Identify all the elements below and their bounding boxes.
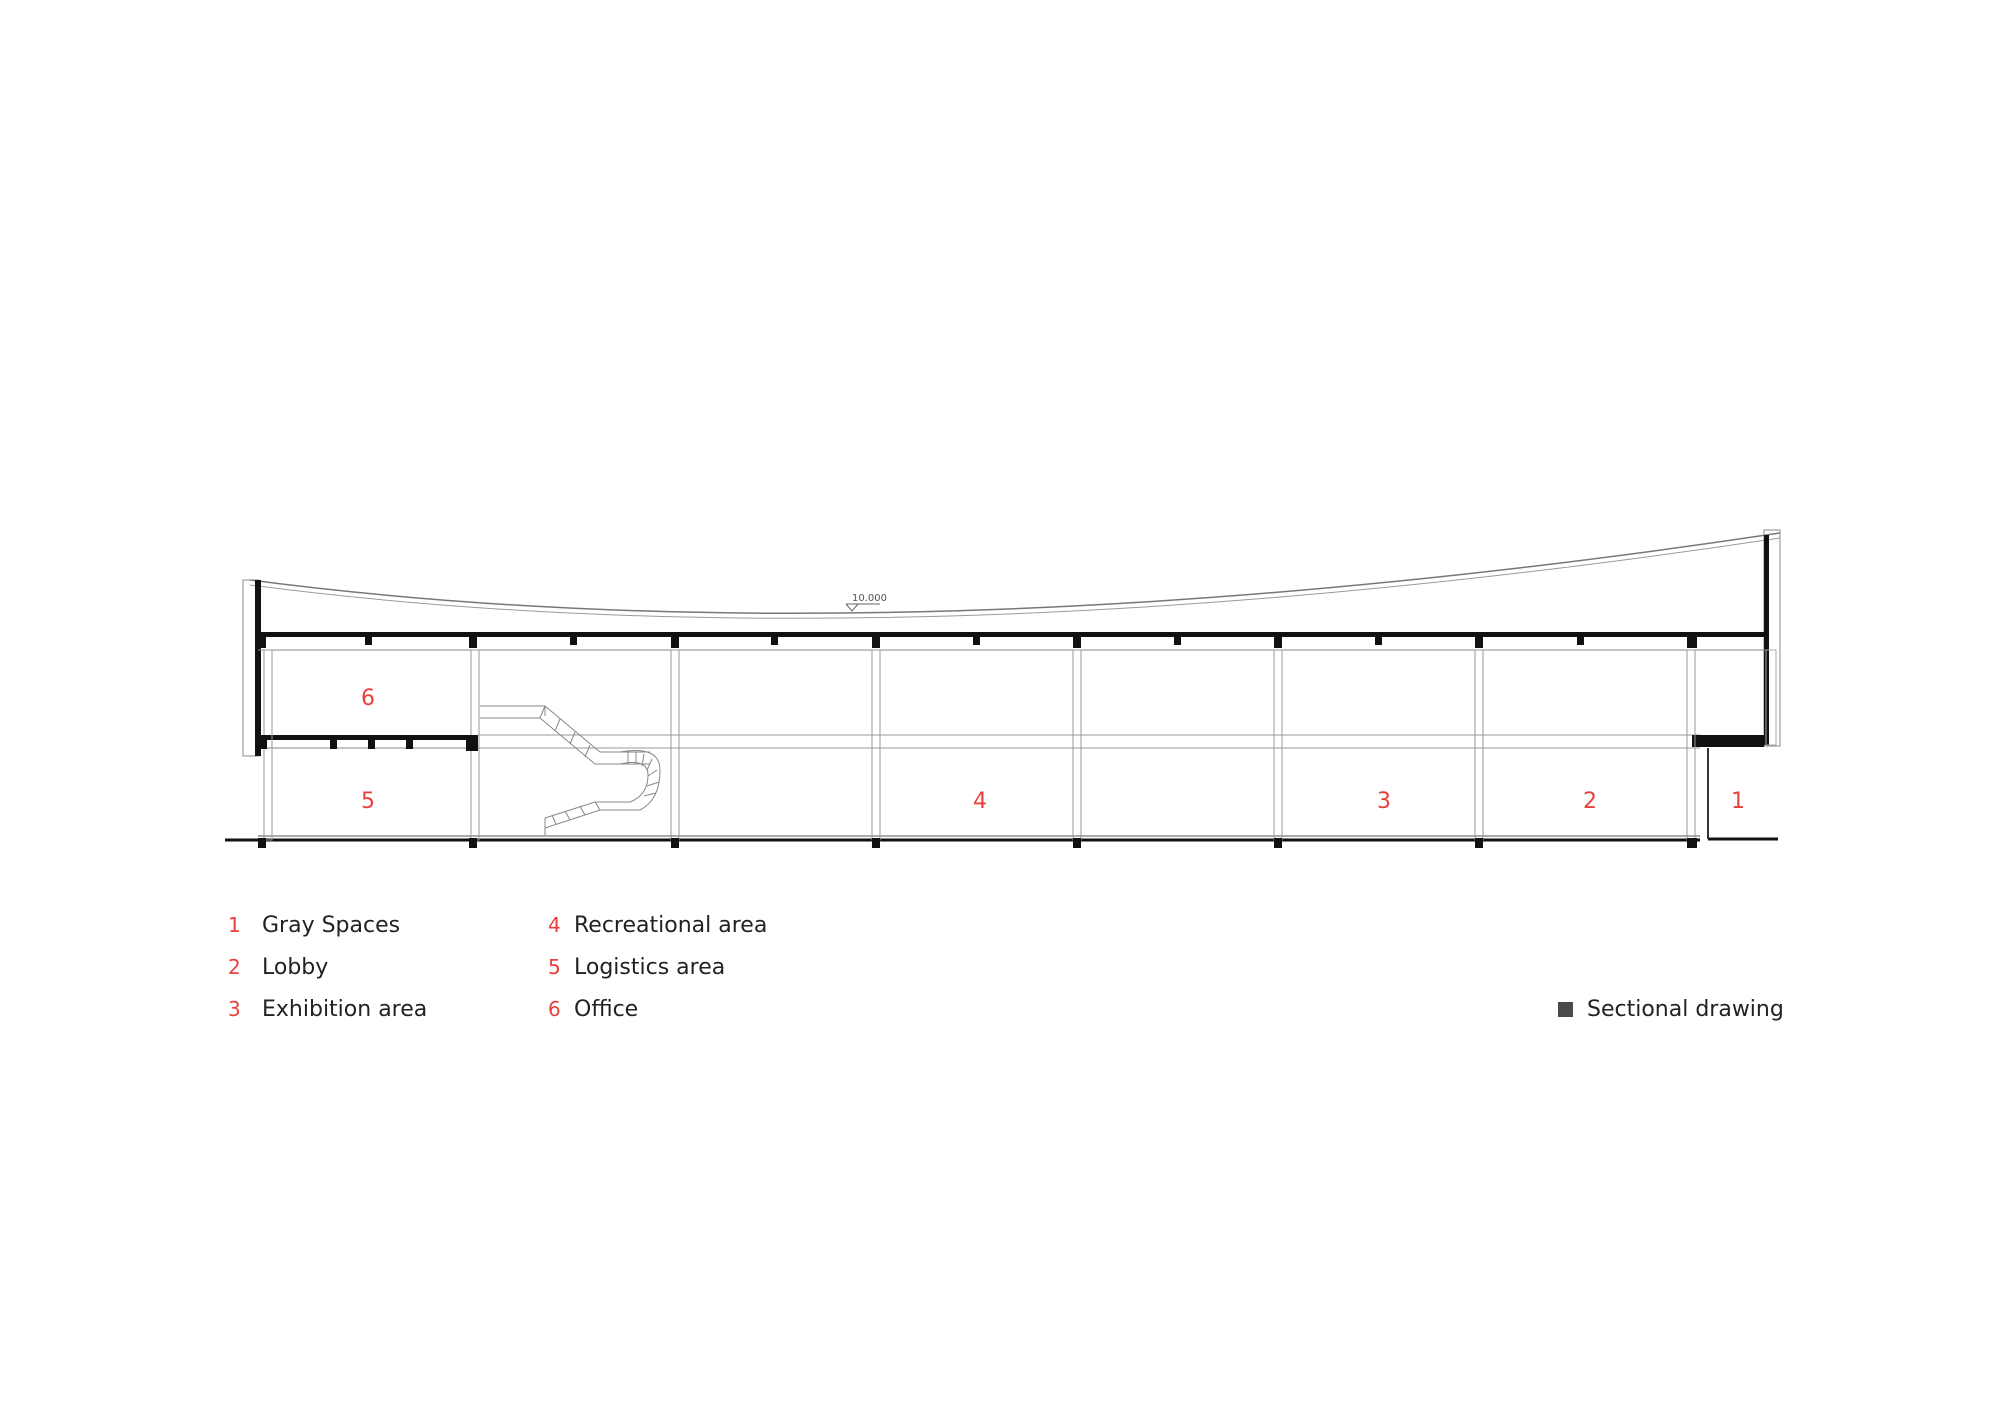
legend-number: 2 bbox=[228, 955, 241, 979]
legend-swatch-icon bbox=[1558, 1002, 1573, 1017]
room-label-gray-spaces: 1 bbox=[1731, 789, 1745, 814]
legend-label: Office bbox=[574, 997, 639, 1022]
room-label-recreational: 4 bbox=[973, 789, 987, 814]
right-floor-slab bbox=[1692, 735, 1764, 747]
legend-item: 1 Gray Spaces bbox=[228, 913, 400, 938]
legend-item: 6 Office bbox=[548, 997, 638, 1022]
roof-beams bbox=[258, 632, 1697, 648]
legend-item: 4 Recreational area bbox=[548, 913, 767, 938]
elevation-marker: 10.000 bbox=[845, 593, 887, 612]
room-label-logistics: 5 bbox=[361, 789, 375, 814]
legend-number: 6 bbox=[548, 997, 561, 1021]
legend-number: 5 bbox=[548, 955, 561, 979]
elevation-label: 10.000 bbox=[852, 593, 887, 604]
curved-roof-lower bbox=[249, 537, 1781, 619]
foundation-footings bbox=[258, 838, 1697, 848]
legend-item: 2 Lobby bbox=[228, 955, 328, 980]
legend-number: 3 bbox=[228, 997, 241, 1021]
right-end-wall bbox=[1763, 529, 1781, 747]
legend-label: Exhibition area bbox=[262, 997, 428, 1022]
legend-item: 3 Exhibition area bbox=[228, 997, 427, 1022]
room-label-exhibition: 3 bbox=[1377, 789, 1391, 814]
staircase bbox=[480, 705, 661, 835]
legend-number: 1 bbox=[228, 913, 241, 937]
legend-title: Sectional drawing bbox=[1558, 997, 1784, 1022]
legend-label: Gray Spaces bbox=[262, 913, 401, 938]
room-labels: 6 5 4 3 2 1 bbox=[361, 686, 1745, 814]
ground-line bbox=[225, 748, 1778, 842]
legend-label: Lobby bbox=[262, 955, 329, 980]
legend-title-text: Sectional drawing bbox=[1587, 997, 1784, 1022]
legend-number: 4 bbox=[548, 913, 561, 937]
roof-slab bbox=[258, 632, 1766, 651]
curved-roof-upper bbox=[249, 532, 1781, 615]
legend-label: Recreational area bbox=[574, 913, 768, 938]
legend-label: Logistics area bbox=[574, 955, 726, 980]
office-floor-beams bbox=[258, 735, 478, 751]
left-end-wall bbox=[242, 579, 261, 757]
legend-item: 5 Logistics area bbox=[548, 955, 725, 980]
room-label-lobby: 2 bbox=[1583, 789, 1597, 814]
room-label-office: 6 bbox=[361, 686, 375, 711]
